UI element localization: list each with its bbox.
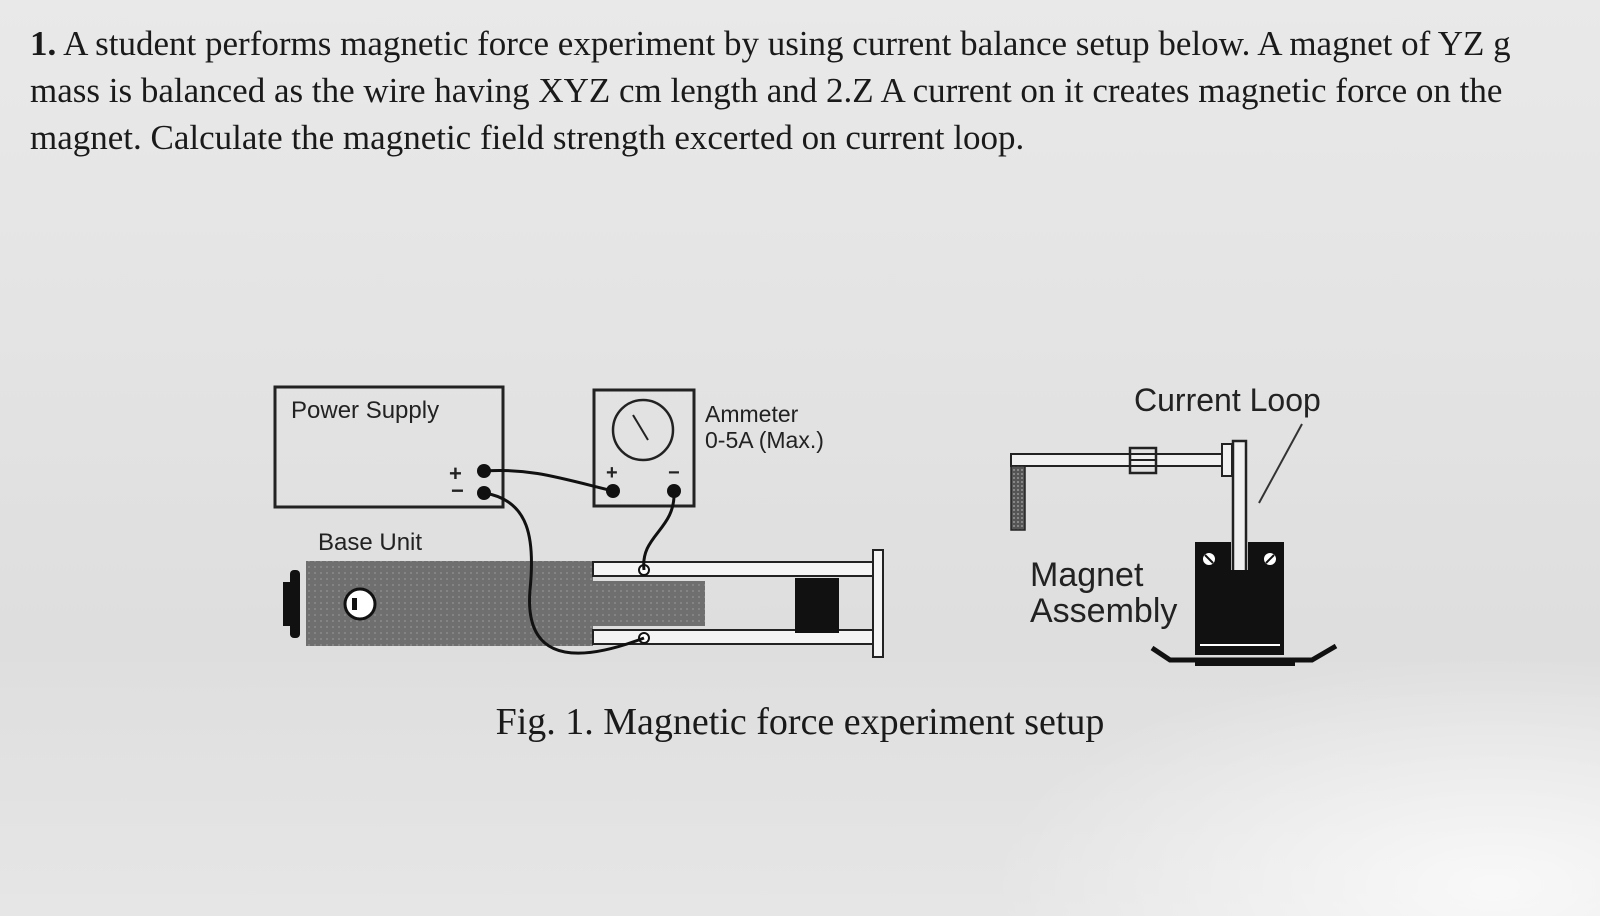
base-unit: Base Unit — [283, 529, 884, 658]
question-body: A student performs magnetic force experi… — [30, 24, 1511, 157]
current-loop-assembly: Current Loop Magnet Assembly — [1010, 382, 1338, 666]
question-number: 1. — [30, 24, 57, 63]
assembly-label: Assembly — [1030, 592, 1177, 630]
wire-ammeter-to-rail — [642, 490, 676, 571]
current-loop-pointer — [1258, 423, 1303, 504]
ammeter-minus-label: − — [668, 462, 680, 484]
wire-supply-to-ammeter — [483, 469, 614, 493]
magnet-block — [1195, 542, 1284, 655]
magnet-label: Magnet — [1030, 556, 1144, 594]
question-text: 1. A student performs magnetic force exp… — [30, 20, 1570, 161]
ammeter-plus-label: + — [606, 462, 618, 484]
ammeter-dial — [611, 398, 675, 462]
ammeter-range-label: 0-5A (Max.) — [705, 427, 824, 453]
ammeter-label: Ammeter — [705, 401, 799, 427]
base-unit-magnet-block — [795, 578, 839, 633]
power-supply-plus-label: + — [449, 461, 462, 486]
power-supply-label: Power Supply — [291, 397, 439, 424]
power-supply-minus-label: − — [451, 478, 464, 503]
ammeter: + − Ammeter 0-5A (Max.) — [592, 388, 824, 508]
figure-caption: Fig. 1. Magnetic force experiment setup — [495, 701, 1105, 743]
base-unit-label: Base Unit — [318, 529, 422, 556]
power-supply: Power Supply + − — [273, 385, 505, 509]
wire-supply-to-rail — [483, 491, 645, 655]
wires — [483, 469, 676, 655]
current-loop-label: Current Loop — [1134, 382, 1321, 418]
